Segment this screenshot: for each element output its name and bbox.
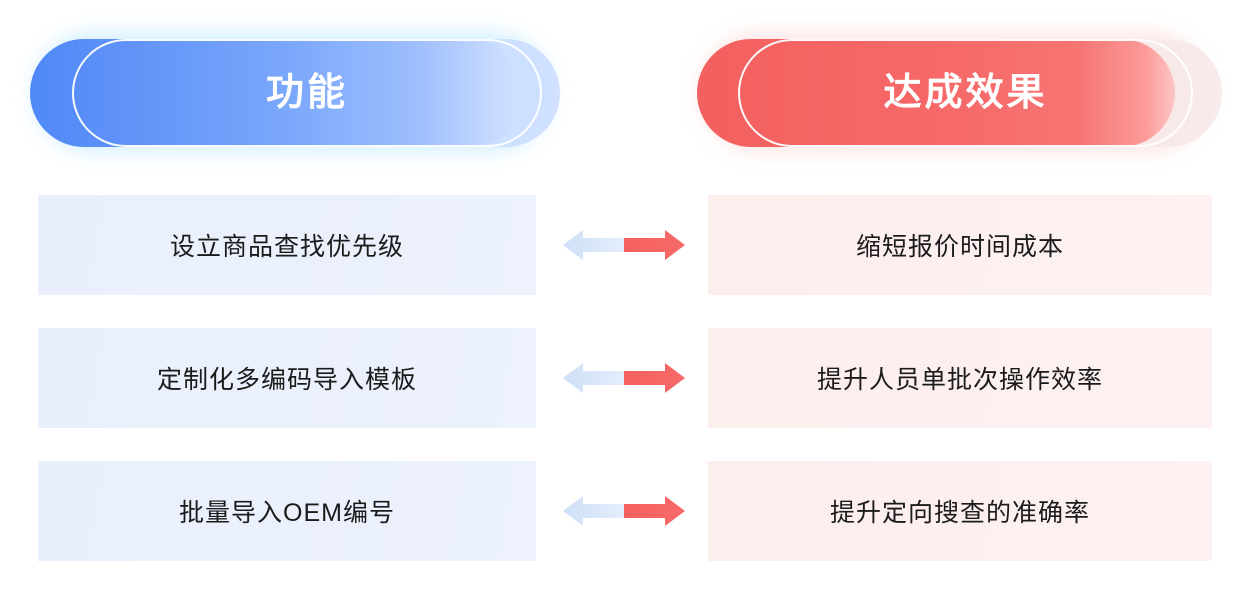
header-pill-result[interactable]: 达成效果: [697, 27, 1225, 157]
double-arrow-icon-3: [561, 491, 687, 531]
result-row-3[interactable]: 提升定向搜查的准确率: [708, 461, 1212, 561]
header-pill-feature[interactable]: 功能: [30, 27, 560, 157]
result-row-1[interactable]: 缩短报价时间成本: [708, 195, 1212, 295]
result-row-2[interactable]: 提升人员单批次操作效率: [708, 328, 1212, 428]
feature-row-1[interactable]: 设立商品查找优先级: [38, 195, 536, 295]
feature-row-3[interactable]: 批量导入OEM编号: [38, 461, 536, 561]
header-label-result: 达成效果: [883, 72, 1048, 114]
header-pill-outline-left: [72, 39, 542, 147]
feature-row-2[interactable]: 定制化多编码导入模板: [38, 328, 536, 428]
header-pill-outline-right: [738, 39, 1193, 147]
double-arrow-icon-2: [561, 358, 687, 398]
double-arrow-icon-1: [561, 225, 687, 265]
header-label-feature: 功能: [265, 72, 348, 114]
